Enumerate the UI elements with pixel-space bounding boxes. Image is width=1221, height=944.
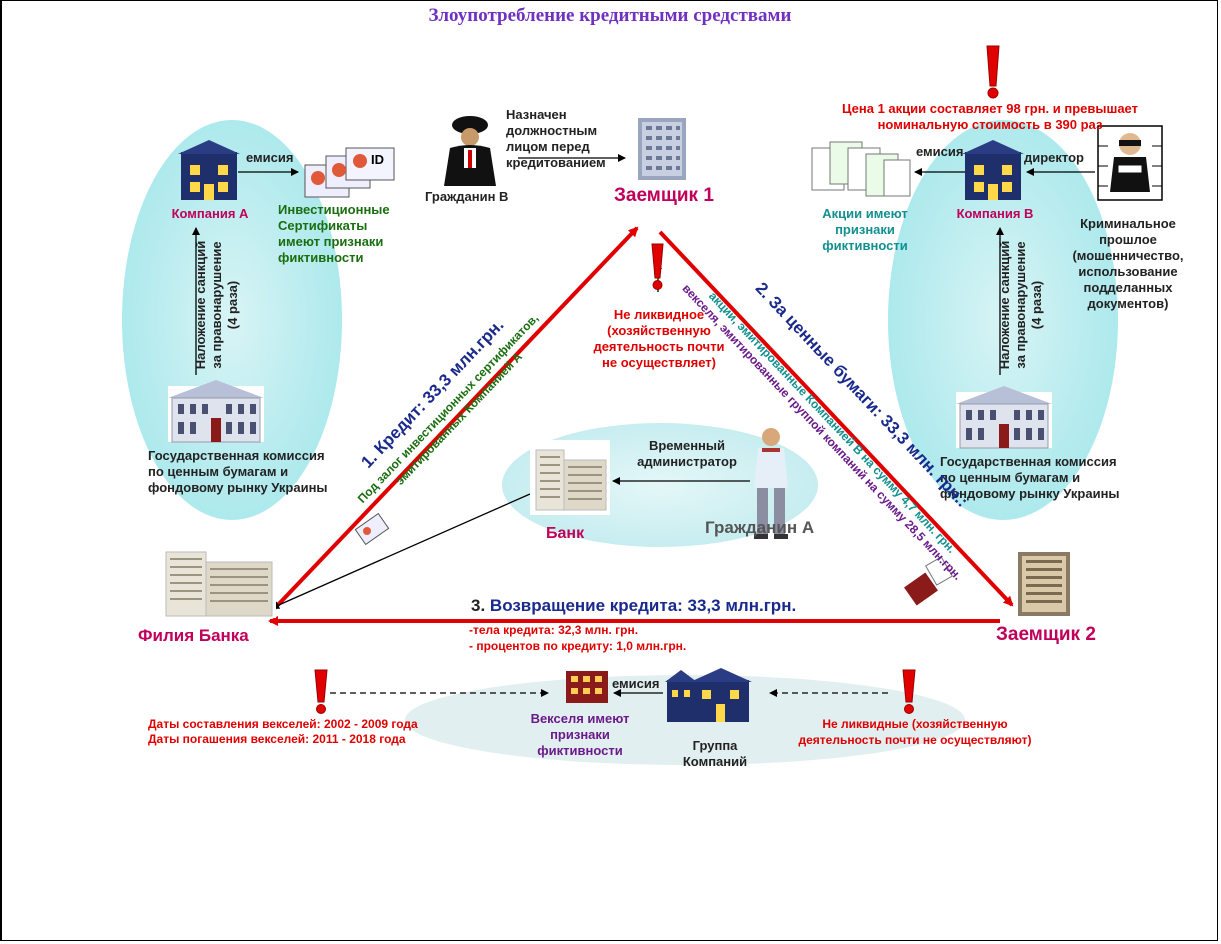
commission-left-building-icon [168,380,264,443]
sanctions-right-label: Наложение санкций за правонарушение (4 р… [997,240,1044,370]
exclamation-icon-borrower1 [651,243,664,290]
citizen-b-label: Гражданин В [425,189,509,204]
commission-right-building-icon [956,386,1052,449]
citizen-b-figure-icon [444,116,496,186]
return-interest-label: - процентов по кредиту: 1,0 млн.грн. [469,639,687,653]
invest-certs-label: Инвестиционные Сертификаты имеют признак… [278,202,390,265]
emission-label-group: емисия [612,676,660,691]
commission-left-label: Государственная комиссия по ценным бумаг… [148,448,328,495]
borrower1-label: Заемщик 1 [614,185,714,206]
emission-label-b: емисия [916,144,964,159]
company-b-house-icon [962,140,1024,200]
citizen-a-label: Гражданин А [705,518,815,537]
small-id-card-icon [354,512,390,546]
not-liquid-group-label: Не ликвидные (хозяйственную деятельность… [798,717,1032,747]
group-label: Группа Компаний [682,738,748,769]
company-a-house-icon [178,140,240,200]
return-label: 3. Возвращение кредита: 33,3 млн.грн. [471,596,797,615]
return-body-label: -тела кредита: 32,3 млн. грн. [469,623,639,637]
citizen-a-figure-icon [754,428,788,539]
exclamation-icon-top [986,45,1000,99]
exclamation-icon-dates [314,669,328,714]
not-liquid-1-label: Не ликвидное (хозяйственную деятельность… [593,307,725,370]
shares-documents-icon [811,141,911,197]
arrow-securities [658,230,1014,607]
director-label: директор [1024,150,1084,165]
company-b-label: Компания В [956,206,1034,221]
bill-dates-label: Даты составления векселей: 2002 - 2009 г… [148,717,418,746]
ellipse-company-b [888,120,1118,520]
share-price-note: Цена 1 акции составляет 98 грн. и превыш… [842,101,1138,132]
bank-building-icon [530,440,610,515]
arrow-credit [273,226,639,610]
shares-fictive-label: Акции имеют признаки фиктивности [822,206,908,253]
emission-label-a: емисия [246,150,294,165]
appointed-label: Назначен должностным лицом перед кредито… [506,107,606,170]
borrower1-building-icon [638,118,686,180]
page-title: Злоупотребление кредитными средствами [428,5,792,26]
borrower2-label: Заемщик 2 [996,624,1096,645]
commission-right-label: Государственная комиссия по ценным бумаг… [940,454,1120,501]
bank-label: Банк [546,525,585,542]
borrower2-building-icon [1018,552,1070,616]
svg-text:ID: ID [371,152,384,167]
bank-branch-building-icon [160,548,276,618]
temp-admin-label: Временный администратор [637,438,737,469]
criminal-figure-icon [1097,125,1163,201]
small-bill-icon [904,556,953,606]
company-a-label: Компания А [171,206,249,221]
bank-branch-label: Филия Банка [138,626,249,645]
exclamation-icon-group [902,669,916,714]
id-cards-icon: ID [304,147,395,198]
bills-icon [566,671,608,703]
bills-fictive-label: Векселя имеют признаки фиктивности [530,711,630,758]
sanctions-left-label: Наложение санкций за правонарушение (4 р… [193,240,240,370]
criminal-past-label: Криминальное прошлое (мошенничество, исп… [1072,216,1184,311]
group-houses-icon [665,668,752,722]
